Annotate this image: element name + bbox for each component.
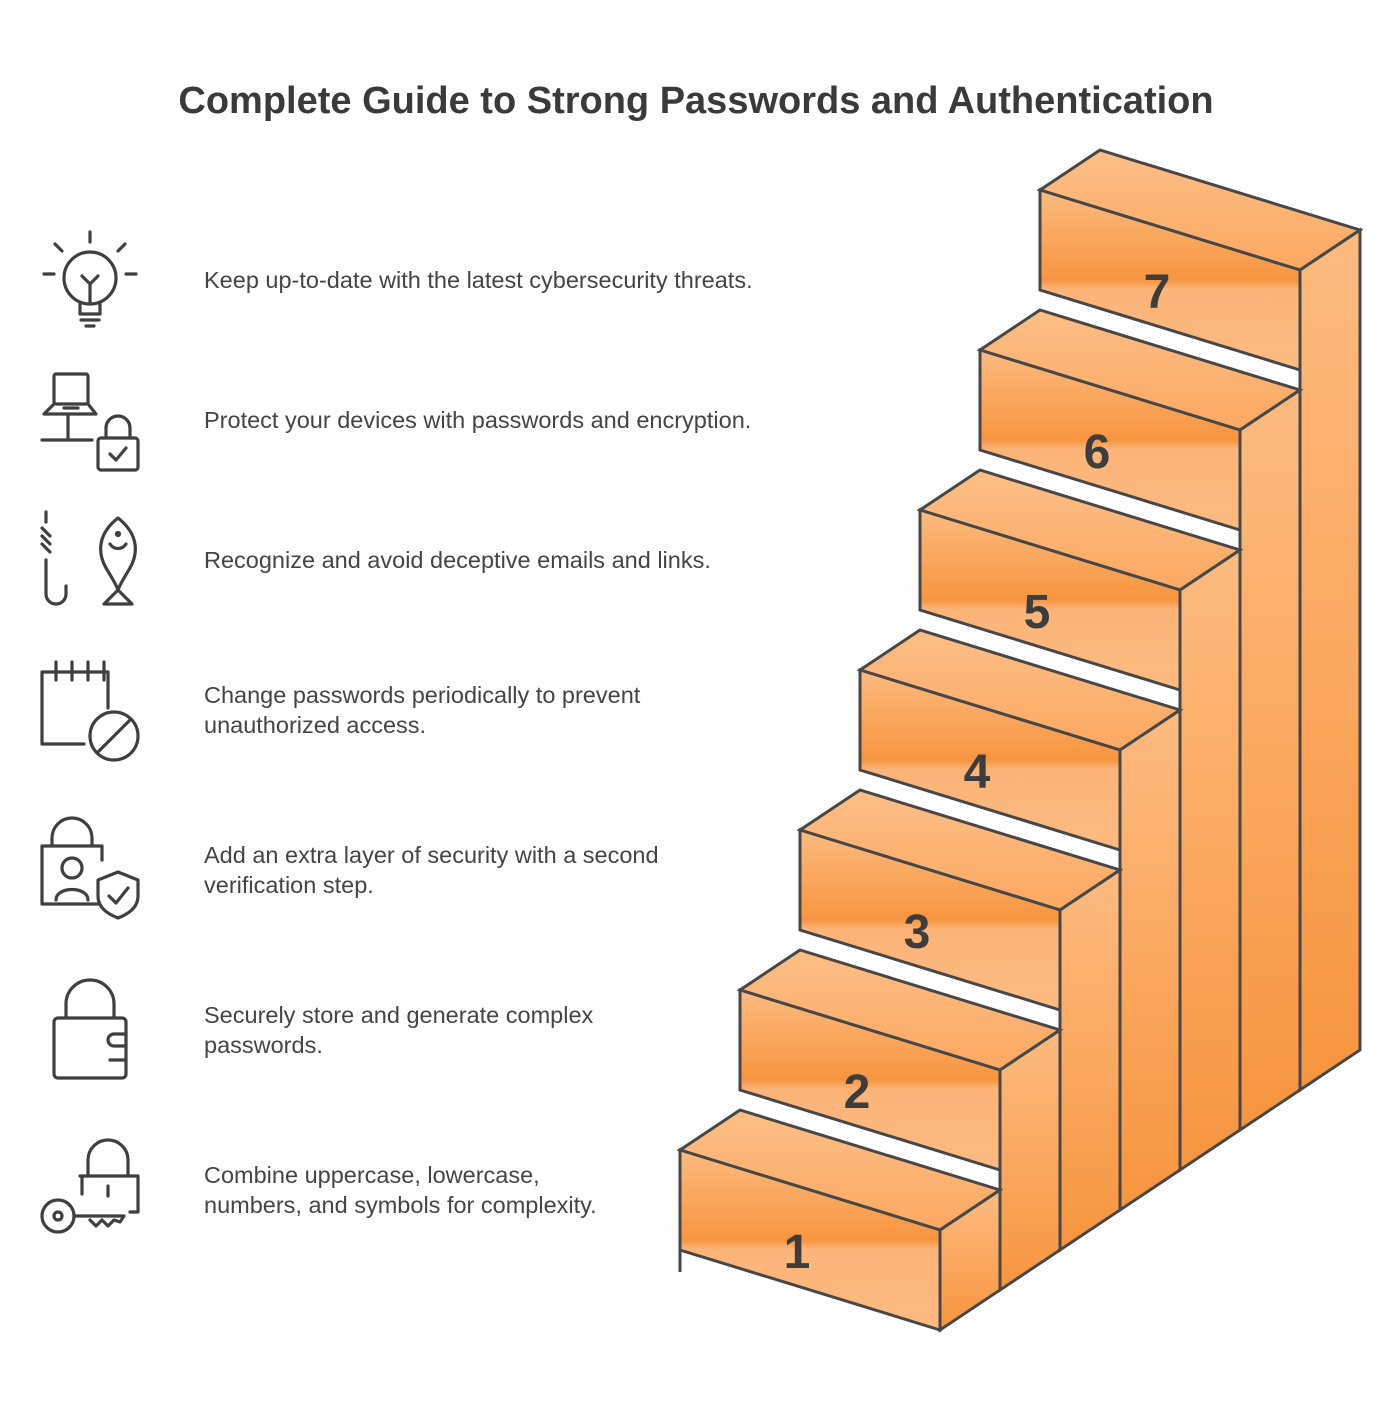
step-top-face xyxy=(736,948,1064,1072)
step-7: 7 xyxy=(1036,148,1364,1093)
step-number: 3 xyxy=(904,906,931,959)
row-2-text: Protect your devices with passwords and … xyxy=(204,407,752,433)
lightbulb-icon xyxy=(30,228,150,338)
row-7-text: Combine uppercase, lowercase,numbers, an… xyxy=(204,1162,597,1218)
key-padlock-icon xyxy=(30,1134,150,1244)
step-side-face xyxy=(1058,867,1122,1253)
step-side-face xyxy=(1298,227,1362,1093)
step-number: 5 xyxy=(1024,586,1051,639)
step-front-face xyxy=(978,347,1242,533)
step-side-face xyxy=(1238,387,1302,1133)
step-side-face xyxy=(1178,547,1242,1173)
calendar-blocked-icon xyxy=(30,654,150,764)
row-1-text: Keep up-to-date with the latest cybersec… xyxy=(204,267,753,293)
step-front-face xyxy=(918,507,1182,693)
step-number: 2 xyxy=(844,1066,871,1119)
page-title: Complete Guide to Strong Passwords and A… xyxy=(178,80,1214,122)
step-number: 6 xyxy=(1084,426,1111,479)
step-number: 7 xyxy=(1144,266,1171,319)
computer-lock-icon xyxy=(30,366,150,476)
step-front-face xyxy=(738,987,1002,1173)
row-3-text: Recognize and avoid deceptive emails and… xyxy=(204,547,711,573)
step-front-face xyxy=(1038,187,1302,373)
step-3: 3 xyxy=(796,788,1124,1253)
row-5-text: Add an extra layer of security with a se… xyxy=(204,842,659,898)
step-side-face xyxy=(1118,707,1182,1213)
step-top-face xyxy=(916,468,1244,592)
step-4: 4 xyxy=(856,628,1184,1213)
step-top-face xyxy=(1036,148,1364,272)
step-side-face xyxy=(938,1187,1002,1333)
step-front-face xyxy=(798,827,1062,1013)
step-top-face xyxy=(856,628,1184,752)
step-number: 4 xyxy=(964,746,991,799)
phishing-hook-fish-icon xyxy=(30,506,150,616)
step-5: 5 xyxy=(916,468,1244,1173)
step-top-face xyxy=(976,308,1304,432)
step-side-face xyxy=(998,1027,1062,1293)
step-2: 2 xyxy=(736,948,1064,1293)
user-lock-shield-icon xyxy=(30,816,150,926)
step-top-face xyxy=(796,788,1124,912)
padlock-wallet-icon xyxy=(30,974,150,1084)
row-4-text: Change passwords periodically to prevent… xyxy=(204,682,641,738)
step-6: 6 xyxy=(976,308,1304,1133)
step-number: 1 xyxy=(784,1226,811,1279)
step-front-face xyxy=(858,667,1122,853)
